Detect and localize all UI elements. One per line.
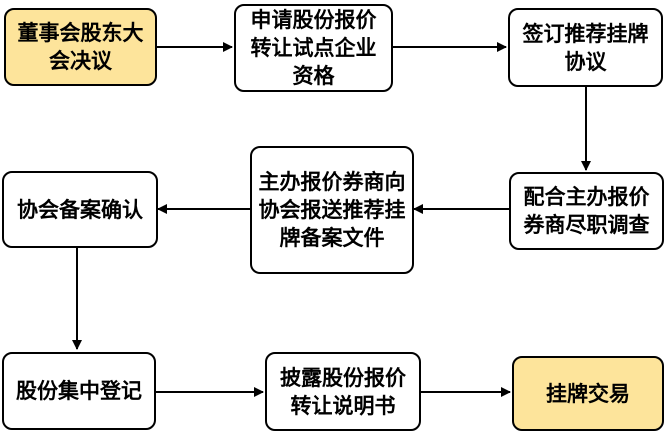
node-board-resolution: 董事会股东大会决议 xyxy=(4,8,157,86)
node-share-registration: 股份集中登记 xyxy=(2,352,156,430)
node-disclose-prospectus: 披露股份报价转让说明书 xyxy=(265,352,421,431)
node-listing-trading: 挂牌交易 xyxy=(512,356,664,431)
node-apply-qualification: 申请股份报价转让试点企业资格 xyxy=(234,4,393,92)
node-due-diligence: 配合主办报价券商尽职调查 xyxy=(509,172,664,250)
node-association-confirm: 协会备案确认 xyxy=(2,171,158,248)
node-sign-agreement: 签订推荐挂牌协议 xyxy=(508,8,663,87)
node-submit-filing: 主办报价券商向协会报送推荐挂牌备案文件 xyxy=(250,146,414,274)
